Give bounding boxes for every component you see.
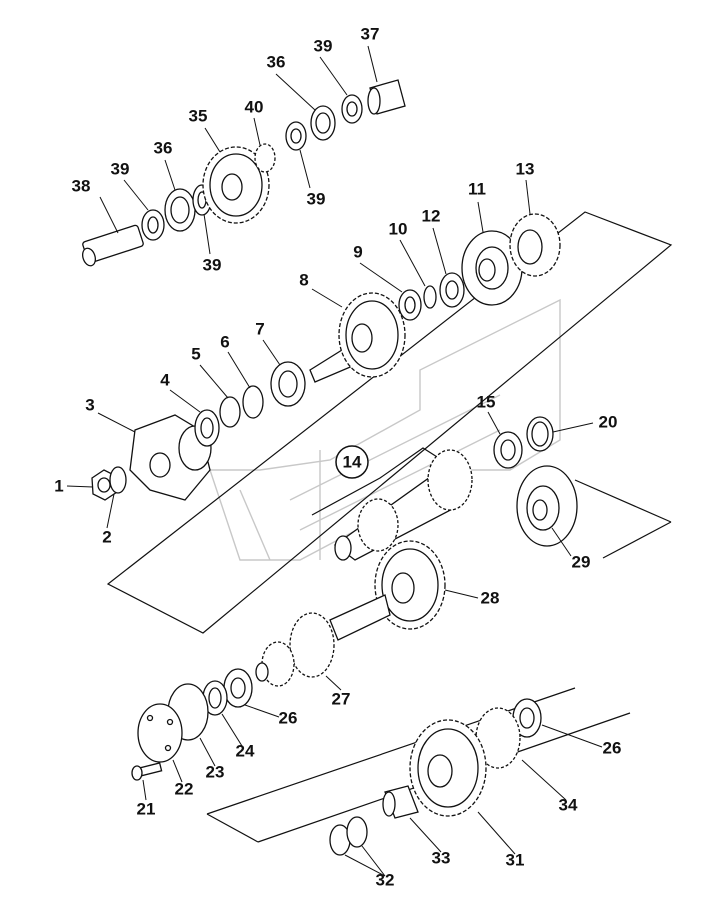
part-26-bearing-2 bbox=[512, 698, 542, 738]
label-39-b: 39 bbox=[314, 36, 333, 55]
part-33-sleeve bbox=[382, 785, 419, 819]
part-39-washer-3 bbox=[285, 121, 307, 151]
label-6: 6 bbox=[220, 332, 229, 351]
part-7-bearing bbox=[270, 361, 306, 407]
label-36-b: 36 bbox=[267, 52, 286, 71]
label-3: 3 bbox=[85, 395, 94, 414]
part-29-synchro bbox=[516, 465, 578, 547]
part-2-washer bbox=[109, 466, 127, 494]
part-36-needle-bearing bbox=[164, 188, 196, 232]
label-26: 26 bbox=[279, 708, 298, 727]
part-27-main-shaft bbox=[255, 594, 391, 687]
label-39-a: 39 bbox=[111, 159, 130, 178]
part-9-bearing bbox=[398, 289, 422, 321]
part-26-bearing bbox=[223, 668, 253, 708]
background-watermark bbox=[209, 298, 561, 561]
part-5-washer bbox=[219, 396, 241, 428]
label-24: 24 bbox=[236, 741, 255, 760]
label-22: 22 bbox=[175, 779, 194, 798]
leader-lines bbox=[66, 45, 603, 877]
part-22-cover bbox=[137, 703, 183, 763]
label-4: 4 bbox=[160, 370, 170, 389]
label-9: 9 bbox=[353, 242, 362, 261]
part-36-needle-bearing-2 bbox=[310, 105, 336, 141]
label-1: 1 bbox=[54, 476, 63, 495]
label-31: 31 bbox=[506, 850, 525, 869]
part-14-cluster-gear bbox=[333, 449, 473, 561]
label-28: 28 bbox=[481, 588, 500, 607]
label-35: 35 bbox=[189, 106, 208, 125]
part-40-shaft bbox=[254, 143, 276, 173]
label-13: 13 bbox=[516, 159, 535, 178]
part-4-seal bbox=[194, 409, 220, 447]
label-21: 21 bbox=[137, 799, 156, 818]
part-15-bearing bbox=[493, 431, 523, 469]
label-39-d: 39 bbox=[307, 189, 326, 208]
label-12: 12 bbox=[422, 206, 441, 225]
part-6-washer bbox=[242, 385, 264, 419]
label-11: 11 bbox=[468, 179, 486, 198]
label-32: 32 bbox=[376, 870, 395, 889]
label-27: 27 bbox=[332, 689, 351, 708]
label-39-c: 39 bbox=[203, 255, 222, 274]
label-26-lower: 26 bbox=[603, 738, 622, 757]
label-38: 38 bbox=[72, 176, 91, 195]
label-23: 23 bbox=[206, 762, 225, 781]
callout-labels: 1 2 3 4 5 6 7 8 9 10 12 11 13 14 15 20 2… bbox=[54, 24, 621, 889]
label-7: 7 bbox=[255, 319, 264, 338]
label-10: 10 bbox=[389, 219, 408, 238]
label-40: 40 bbox=[245, 97, 264, 116]
part-10-ring bbox=[423, 285, 437, 309]
label-8: 8 bbox=[299, 270, 308, 289]
part-37-sleeve bbox=[367, 79, 406, 115]
part-8-gear-shaft bbox=[309, 292, 406, 383]
label-14: 14 bbox=[343, 452, 362, 471]
part-35-gear bbox=[202, 146, 270, 224]
part-28-gear bbox=[374, 540, 446, 630]
callout-14-circle bbox=[335, 445, 369, 479]
part-21-bolt bbox=[131, 762, 163, 781]
part-32-needle-bearings bbox=[329, 816, 368, 856]
part-31-gear bbox=[409, 719, 487, 817]
label-34: 34 bbox=[559, 795, 578, 814]
label-2: 2 bbox=[102, 527, 111, 546]
label-36-a: 36 bbox=[154, 138, 173, 157]
part-20-ring bbox=[526, 416, 554, 452]
part-24-ring bbox=[202, 680, 228, 716]
label-5: 5 bbox=[191, 344, 200, 363]
label-29: 29 bbox=[572, 552, 591, 571]
label-20: 20 bbox=[599, 412, 618, 431]
label-37: 37 bbox=[361, 24, 380, 43]
part-12-bearing bbox=[439, 272, 465, 308]
label-15: 15 bbox=[477, 392, 496, 411]
label-33: 33 bbox=[432, 848, 451, 867]
part-39-washer-4 bbox=[341, 94, 363, 124]
part-13-gear bbox=[509, 213, 561, 277]
part-11-synchro bbox=[461, 230, 523, 306]
part-38-pin bbox=[82, 224, 144, 267]
part-39-washer bbox=[141, 209, 165, 241]
